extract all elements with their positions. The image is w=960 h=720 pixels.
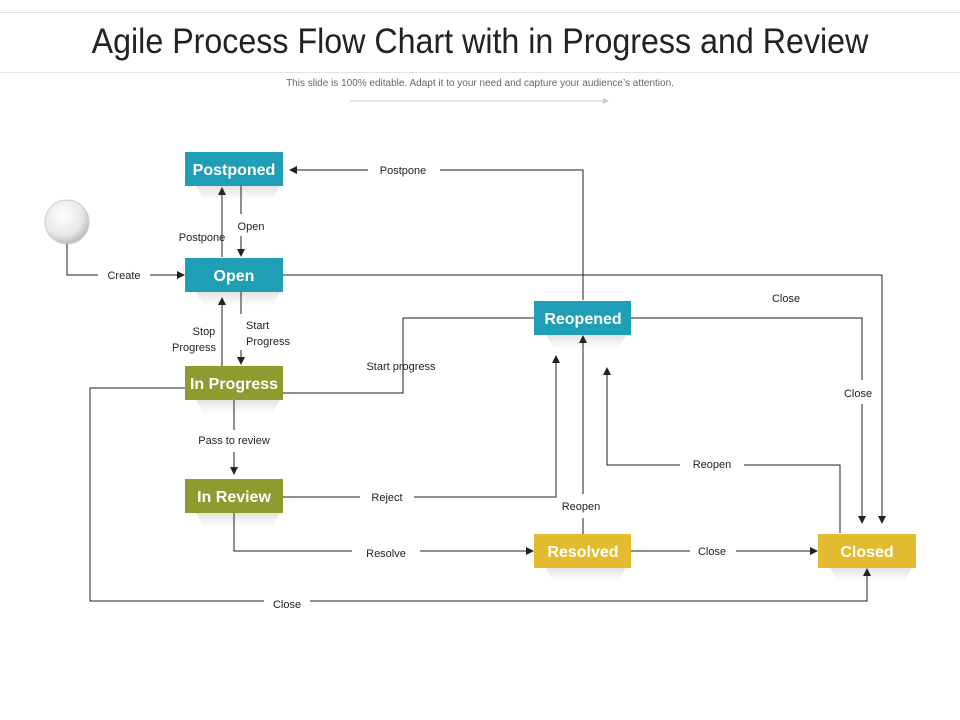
node-closed[interactable]: Closed — [818, 534, 916, 568]
node-shadows — [196, 186, 912, 582]
node-postponed[interactable]: Postponed — [185, 152, 283, 186]
node-in-progress-label: In Progress — [190, 376, 278, 393]
edge-labels: Create Postpone Postpone Open Stop Progr… — [107, 165, 872, 611]
edge-start-progress-reopened — [283, 317, 534, 394]
edge-close-open — [283, 274, 886, 524]
label-stop-progress-1: Stop — [193, 326, 216, 338]
label-start-progress-1: Start — [246, 320, 269, 332]
edge-postpone-top — [440, 169, 584, 300]
node-reopened[interactable]: Reopened — [534, 301, 631, 335]
header-bottom-rule — [0, 72, 960, 73]
label-start-progress-2: Progress — [246, 336, 291, 348]
label-reject: Reject — [371, 492, 402, 504]
connectors — [66, 166, 886, 602]
label-postpone-top: Postpone — [380, 165, 426, 177]
edge-reopen-closed — [744, 464, 841, 533]
header-top-rule — [0, 12, 960, 13]
node-resolved-label: Resolved — [547, 544, 618, 561]
label-close-reopened: Close — [844, 388, 872, 400]
page-subtitle: This slide is 100% editable. Adapt it to… — [286, 78, 674, 89]
edge-close-bottom-end — [310, 568, 871, 602]
node-closed-label: Closed — [840, 544, 893, 561]
label-close-open: Close — [772, 293, 800, 305]
node-reopened-label: Reopened — [544, 311, 621, 328]
node-in-review-label: In Review — [197, 489, 271, 506]
node-in-progress[interactable]: In Progress — [185, 366, 283, 400]
node-open-label: Open — [214, 268, 255, 285]
label-reopen-closed: Reopen — [693, 459, 732, 471]
label-pass-to-review: Pass to review — [198, 435, 270, 447]
subtitle-decor-arrowhead — [603, 98, 609, 104]
label-resolve: Resolve — [366, 548, 406, 560]
page-title: Agile Process Flow Chart with in Progres… — [91, 22, 869, 61]
label-postpone-left: Postpone — [179, 232, 225, 244]
node-in-review[interactable]: In Review — [185, 479, 283, 513]
node-resolved[interactable]: Resolved — [534, 534, 631, 568]
label-open-down: Open — [238, 221, 265, 233]
node-open[interactable]: Open — [185, 258, 283, 292]
label-close-resolved: Close — [698, 546, 726, 558]
node-postponed-label: Postponed — [193, 162, 276, 179]
label-stop-progress-2: Progress — [172, 342, 217, 354]
edge-resolve — [233, 513, 352, 552]
label-create: Create — [107, 270, 140, 282]
label-close-bottom: Close — [273, 599, 301, 611]
start-node — [44, 199, 90, 245]
label-start-progress-reopened: Start progress — [366, 361, 436, 373]
edge-reject-end — [414, 355, 560, 498]
label-reopen-resolved: Reopen — [562, 501, 601, 513]
edge-close-bottom — [89, 387, 264, 602]
edge-create — [66, 244, 98, 276]
edge-close-reopened — [631, 317, 863, 380]
edge-reopen-closed-end — [603, 367, 680, 466]
